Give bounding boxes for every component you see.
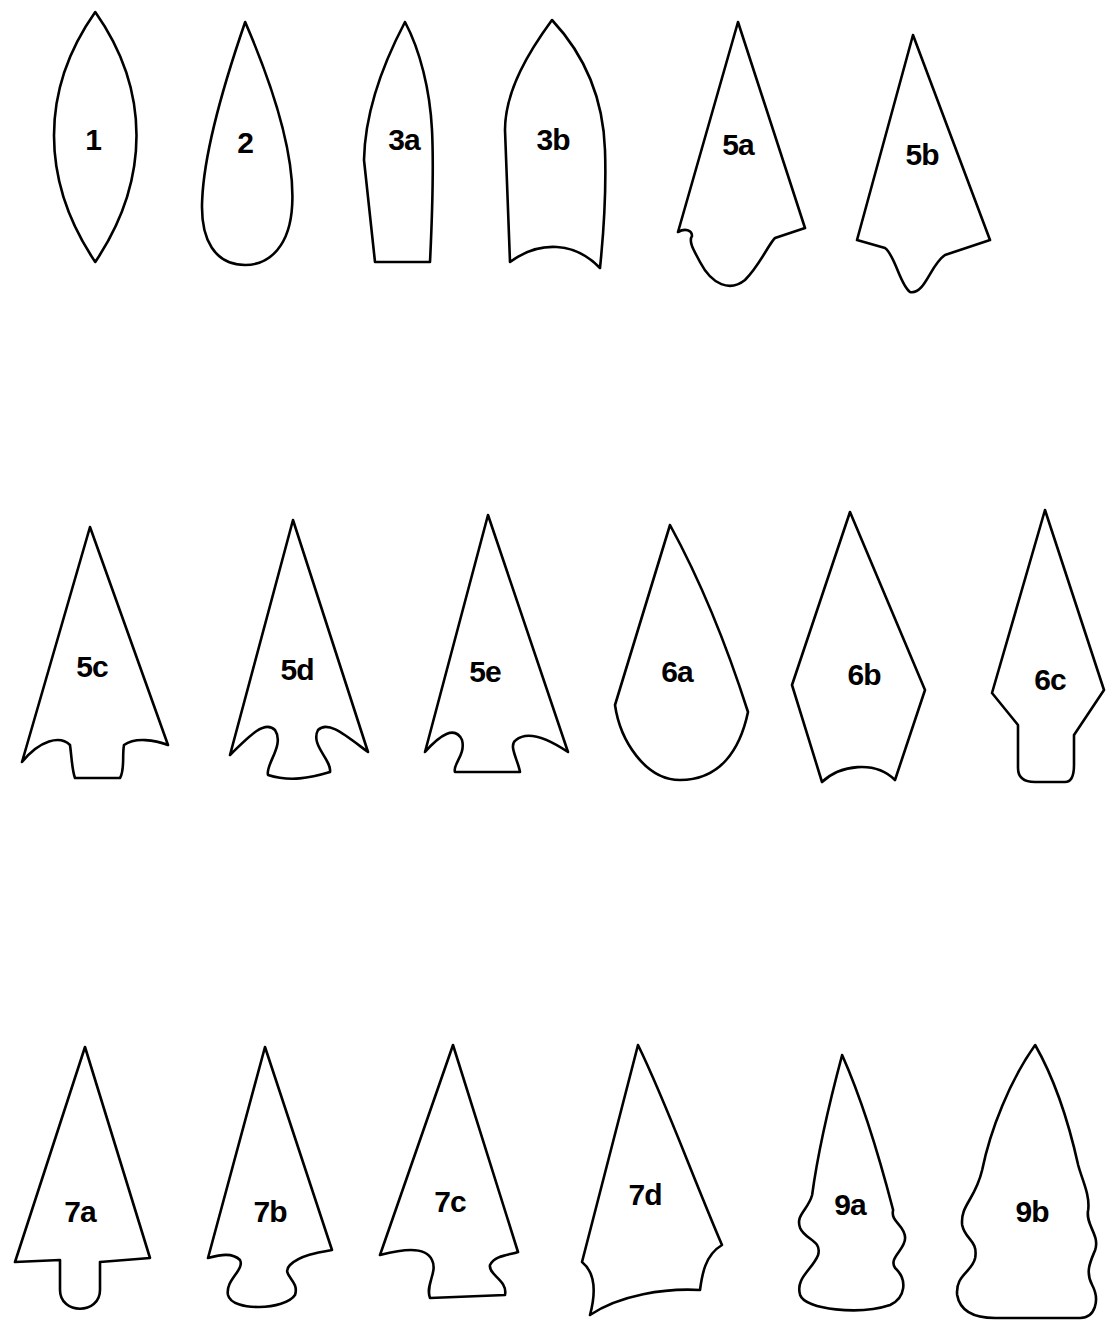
point-outline: 5b — [853, 31, 994, 296]
point-outline-shape — [421, 511, 572, 776]
type-label: 9a — [834, 1190, 865, 1220]
point-outline: 9b — [953, 1041, 1100, 1322]
point-outline-shape — [204, 1043, 336, 1311]
type-label: 7a — [64, 1197, 95, 1227]
type-label: 5d — [280, 655, 313, 685]
type-label: 7d — [628, 1180, 661, 1210]
type-label: 9b — [1015, 1197, 1048, 1227]
type-label: 6c — [1034, 665, 1065, 695]
point-outline: 6b — [788, 508, 929, 786]
point-outline: 6a — [611, 521, 752, 784]
point-outline: 5a — [674, 18, 809, 290]
point-outline: 6c — [988, 506, 1108, 786]
type-label: 3a — [388, 125, 419, 155]
type-label: 5a — [722, 130, 753, 160]
point-outline: 5d — [226, 516, 372, 783]
type-label: 7b — [253, 1197, 286, 1227]
point-outline-shape — [11, 1043, 154, 1313]
type-label: 2 — [237, 128, 253, 158]
point-outline: 7b — [204, 1043, 336, 1311]
point-outline-shape — [226, 516, 372, 783]
point-outline: 9a — [795, 1051, 909, 1314]
type-label: 7c — [434, 1187, 465, 1217]
point-outline: 3b — [501, 16, 609, 272]
type-label: 1 — [85, 125, 101, 155]
point-outline: 7d — [578, 1041, 726, 1319]
type-label: 5e — [469, 657, 500, 687]
point-outline: 1 — [50, 8, 141, 266]
point-outline: 5e — [421, 511, 572, 776]
point-outline-shape — [611, 521, 752, 784]
point-outline-shape — [953, 1041, 1100, 1322]
type-label: 6a — [661, 657, 692, 687]
type-label: 5b — [905, 140, 938, 170]
point-outline-shape — [376, 1041, 522, 1302]
point-outline: 7a — [11, 1043, 154, 1313]
type-label: 3b — [536, 125, 569, 155]
point-outline: 5c — [18, 523, 172, 782]
point-outline: 3a — [360, 18, 437, 266]
type-label: 6b — [847, 660, 880, 690]
point-outline-shape — [795, 1051, 909, 1314]
point-outline-shape — [988, 506, 1108, 786]
point-outline: 2 — [198, 18, 296, 269]
type-label: 5c — [76, 652, 107, 682]
point-outline: 7c — [376, 1041, 522, 1302]
point-outline-shape — [788, 508, 929, 786]
